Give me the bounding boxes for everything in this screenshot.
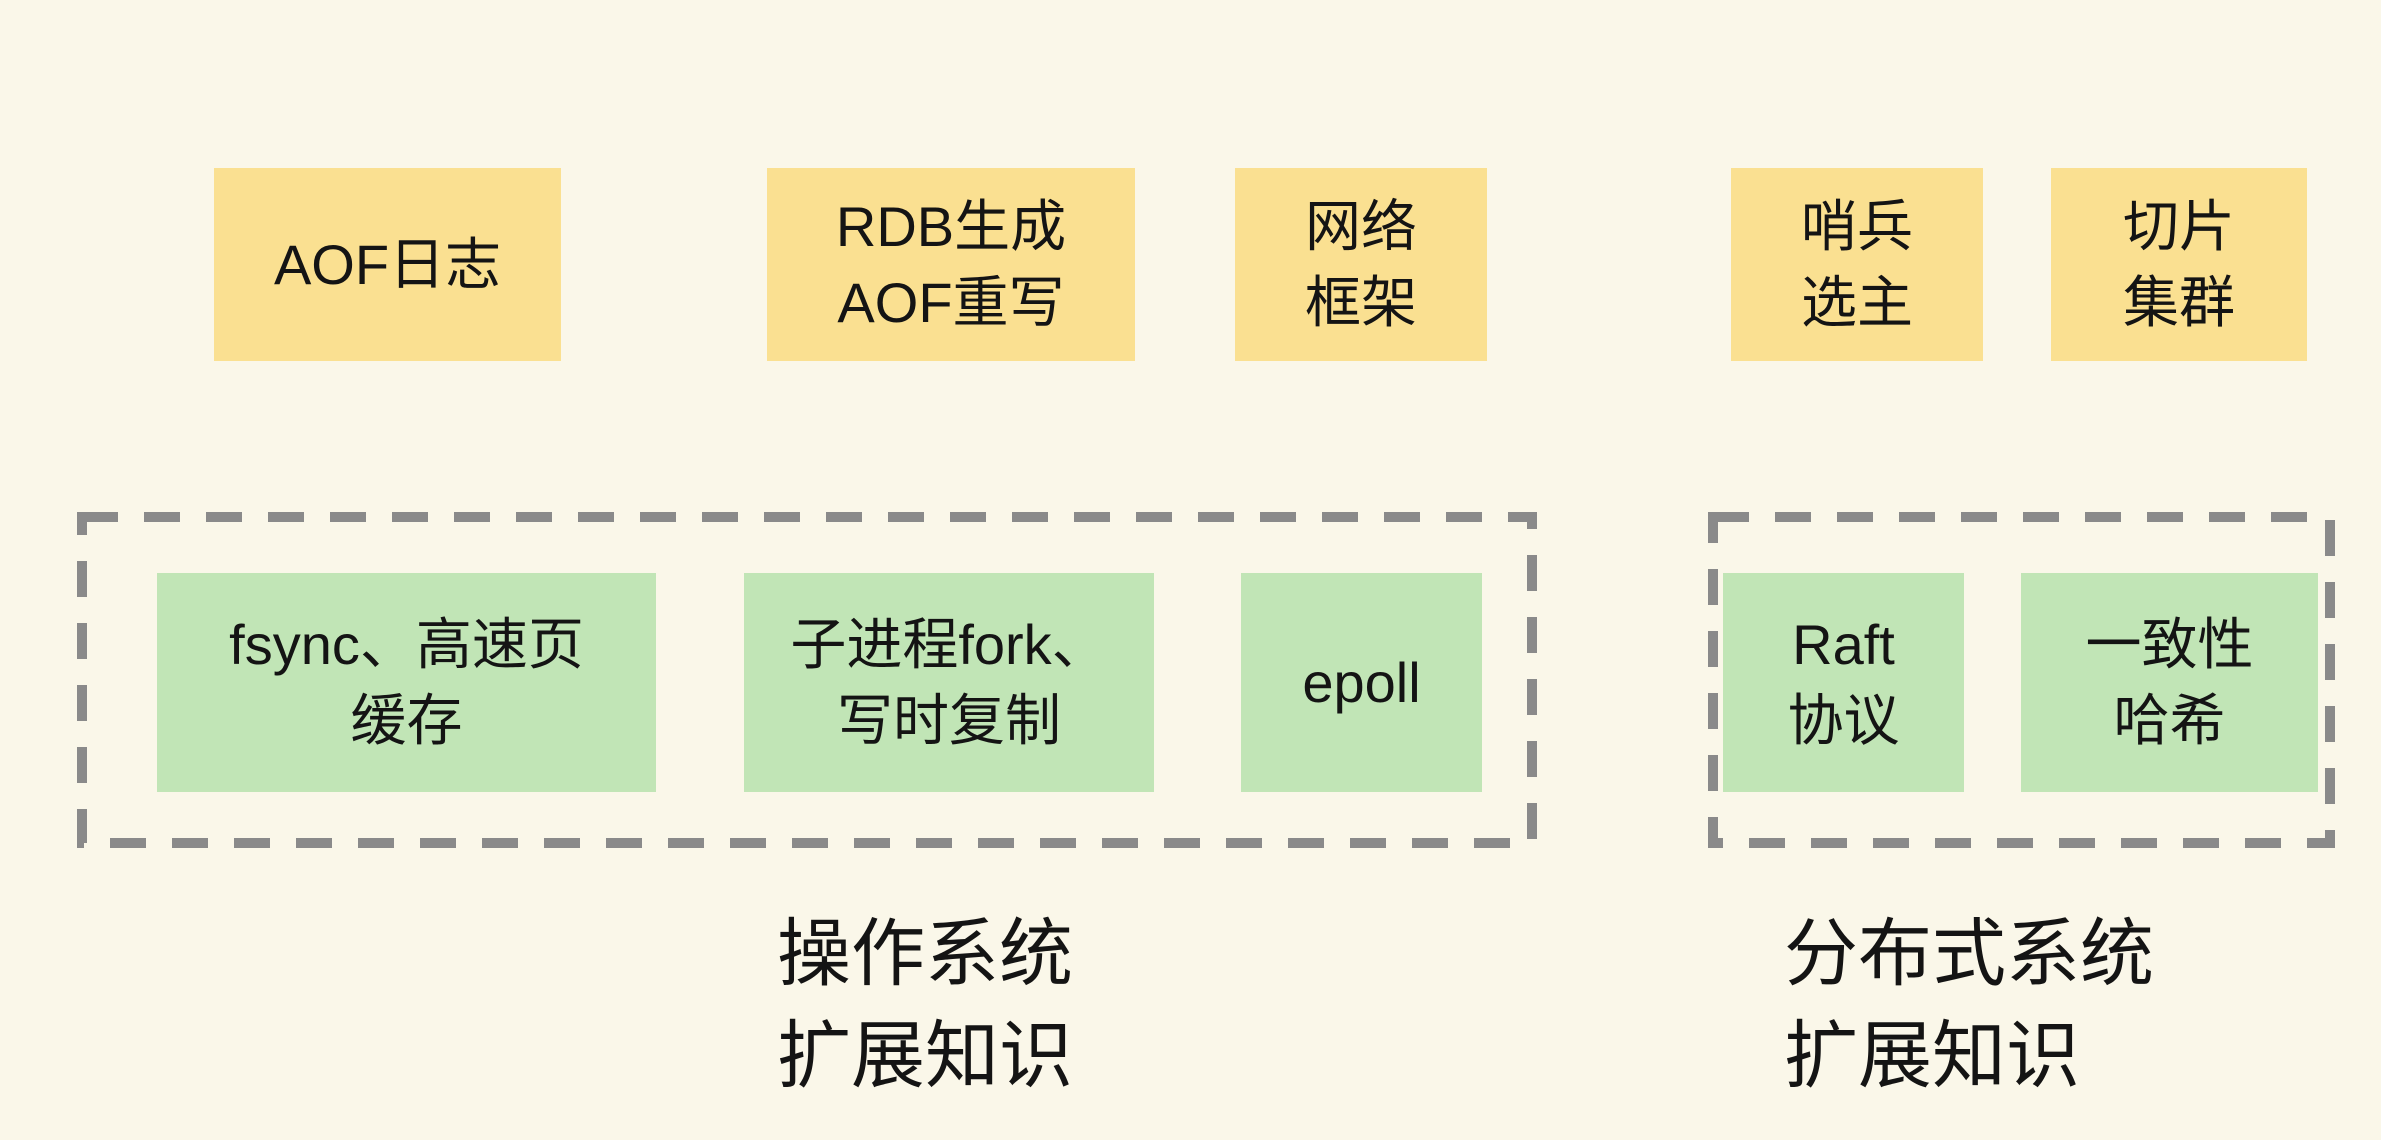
detail-box-fsync-page-cache-label: fsync、高速页 缓存 <box>229 613 584 752</box>
os-group-caption: 操作系统 扩展知识 <box>777 912 1073 1098</box>
detail-box-epoll: epoll <box>1241 573 1482 792</box>
detail-box-raft-protocol-label: Raft 协议 <box>1787 613 1900 752</box>
topic-box-sentinel-election-label: 哨兵 选主 <box>1801 195 1913 334</box>
detail-box-fork-copy-on-write-label: 子进程fork、 写时复制 <box>790 613 1108 752</box>
topic-box-aof-log: AOF日志 <box>214 168 561 361</box>
detail-box-raft-protocol: Raft 协议 <box>1723 573 1964 792</box>
topic-box-sentinel-election: 哨兵 选主 <box>1731 168 1983 361</box>
detail-box-consistent-hashing: 一致性 哈希 <box>2021 573 2318 792</box>
detail-box-epoll-label: epoll <box>1302 650 1421 714</box>
distributed-group-caption: 分布式系统 扩展知识 <box>1784 912 2154 1098</box>
detail-box-consistent-hashing-label: 一致性 哈希 <box>2085 613 2254 752</box>
topic-box-network-framework-label: 网络 框架 <box>1305 195 1417 334</box>
detail-box-fork-copy-on-write: 子进程fork、 写时复制 <box>744 573 1154 792</box>
topic-box-rdb-aof-rewrite-label: RDB生成 AOF重写 <box>835 195 1067 334</box>
os-group-dashed-outline <box>77 512 1537 848</box>
detail-box-fsync-page-cache: fsync、高速页 缓存 <box>157 573 656 792</box>
topic-box-sharded-cluster: 切片 集群 <box>2051 168 2307 361</box>
distributed-group-dashed-outline <box>1708 512 2335 848</box>
topic-box-network-framework: 网络 框架 <box>1235 168 1487 361</box>
topic-box-aof-log-label: AOF日志 <box>273 232 502 296</box>
topic-box-rdb-aof-rewrite: RDB生成 AOF重写 <box>767 168 1135 361</box>
topic-box-sharded-cluster-label: 切片 集群 <box>2123 195 2235 334</box>
